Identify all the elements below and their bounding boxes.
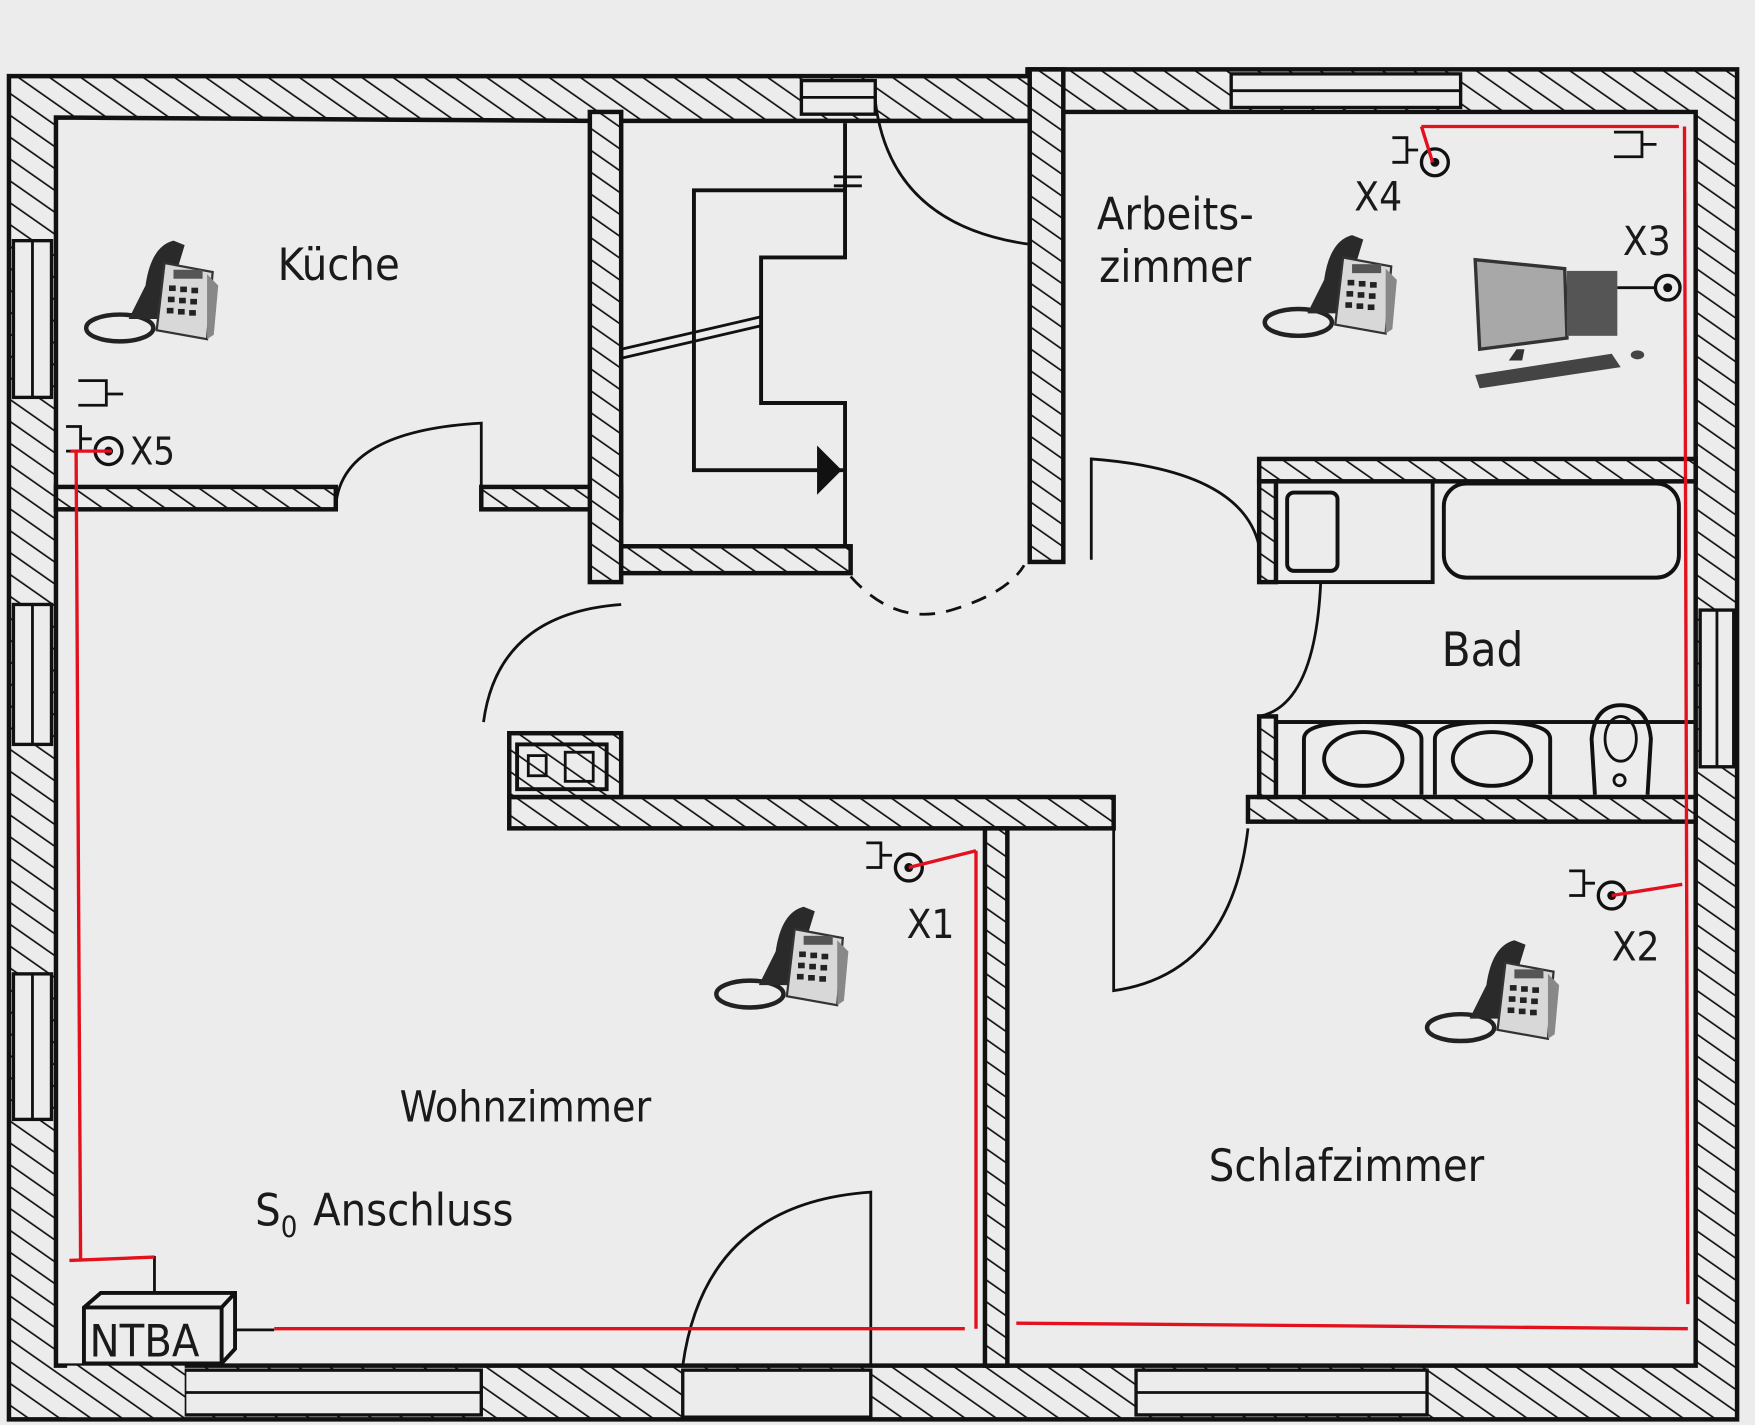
sink-icon xyxy=(1450,730,1534,788)
socket-label-x5: X5 xyxy=(130,430,175,474)
bathroom-fixtures xyxy=(1273,479,1698,799)
hallway-fixtures xyxy=(515,123,862,792)
socket-icon xyxy=(1653,273,1682,302)
windows xyxy=(11,72,1736,1419)
bathtub-icon xyxy=(1441,481,1681,580)
ntba-label: NTBA xyxy=(90,1315,200,1368)
socket-label-x2: X2 xyxy=(1612,923,1660,970)
socket-icon xyxy=(1613,130,1657,159)
socket-labels: X1 X2 X3 X4 X5 xyxy=(130,173,1671,970)
interior-walls xyxy=(53,67,1698,1418)
room-label-bath: Bad xyxy=(1442,623,1524,678)
sink-icon xyxy=(1322,730,1405,788)
bathtub-icon xyxy=(1273,479,1435,585)
bus-cabling xyxy=(69,124,1690,1331)
doors xyxy=(334,100,1323,1366)
room-labels: Küche Arbeits- zimmer Bad Wohnzimmer Sch… xyxy=(255,187,1523,1243)
computer-icon xyxy=(1473,257,1655,389)
ntba-box: NTBA xyxy=(81,1255,275,1368)
room-label-office-2: zimmer xyxy=(1099,240,1252,293)
socket-label-x3: X3 xyxy=(1623,218,1671,265)
room-label-kitchen: Küche xyxy=(278,238,400,291)
socket-label-x1: X1 xyxy=(907,901,955,948)
room-label-bedroom: Schlafzimmer xyxy=(1209,1139,1485,1192)
room-label-office: Arbeits- xyxy=(1097,187,1254,240)
socket-label-x4: X4 xyxy=(1354,173,1402,220)
toilet-icon xyxy=(1589,703,1653,795)
room-label-living: Wohnzimmer xyxy=(400,1084,652,1133)
